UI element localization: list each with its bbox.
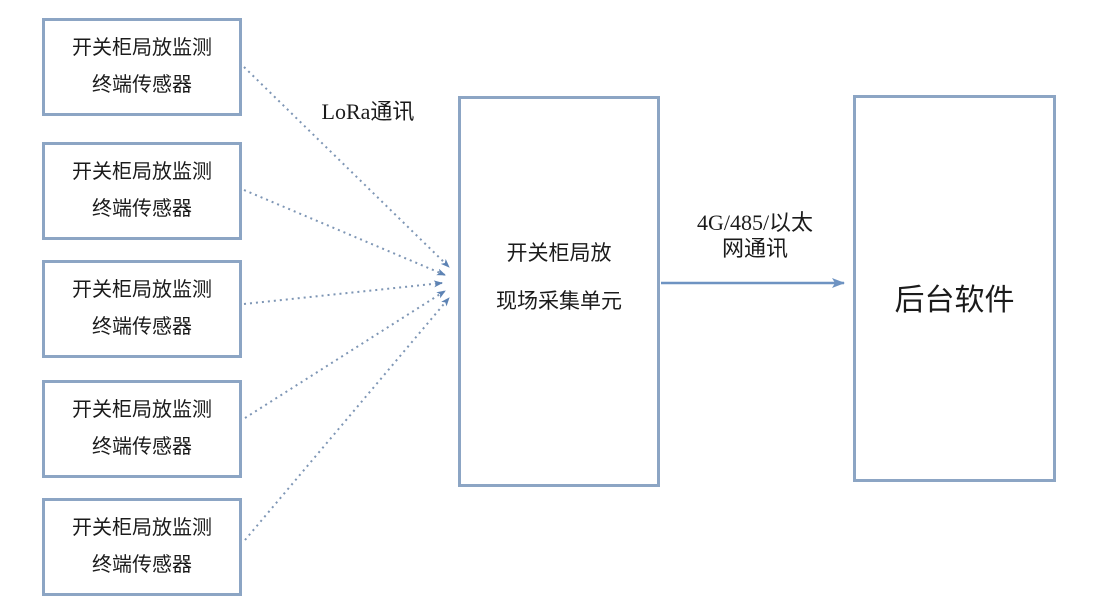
sensor-label-line2: 终端传感器 <box>92 316 192 338</box>
collector-label-line1: 开关柜局放 <box>506 240 612 265</box>
sensor-label-line2: 终端传感器 <box>92 198 192 220</box>
sensor-box-3: 开关柜局放监测 终端传感器 <box>42 260 242 358</box>
wan-link-label: 4G/485/以太 网通讯 <box>680 210 830 262</box>
sensor-label-line1: 开关柜局放监测 <box>72 161 212 183</box>
sensor-label-line1: 开关柜局放监测 <box>72 37 212 59</box>
link-sensor1-collector <box>243 66 450 268</box>
sensor-box-5: 开关柜局放监测 终端传感器 <box>42 498 242 596</box>
link-sensor5-collector <box>244 297 450 541</box>
lora-link-label-text: LoRa通讯 <box>321 99 415 124</box>
sensor-label-line2: 终端传感器 <box>92 554 192 576</box>
backend-label: 后台软件 <box>894 283 1015 317</box>
backend-box: 后台软件 <box>853 95 1056 482</box>
sensor-box-2: 开关柜局放监测 终端传感器 <box>42 142 242 240</box>
sensor-box-1: 开关柜局放监测 终端传感器 <box>42 18 242 116</box>
link-sensor4-collector <box>244 290 446 419</box>
sensor-label-line1: 开关柜局放监测 <box>72 279 212 301</box>
sensor-label-line1: 开关柜局放监测 <box>72 517 212 539</box>
collector-label-line2: 现场采集单元 <box>496 288 622 313</box>
sensor-label-line2: 终端传感器 <box>92 74 192 96</box>
link-sensor3-collector <box>243 280 443 305</box>
link-sensor2-collector <box>243 189 446 276</box>
wan-link-label-line2: 网通讯 <box>721 236 788 261</box>
sensor-label-line1: 开关柜局放监测 <box>72 399 212 421</box>
collector-box: 开关柜局放 现场采集单元 <box>458 96 660 487</box>
lora-link-label: LoRa通讯 <box>306 98 430 126</box>
sensor-box-4: 开关柜局放监测 终端传感器 <box>42 380 242 478</box>
sensor-label-line2: 终端传感器 <box>92 436 192 458</box>
wan-link-label-line1: 4G/485/以太 <box>696 210 814 235</box>
